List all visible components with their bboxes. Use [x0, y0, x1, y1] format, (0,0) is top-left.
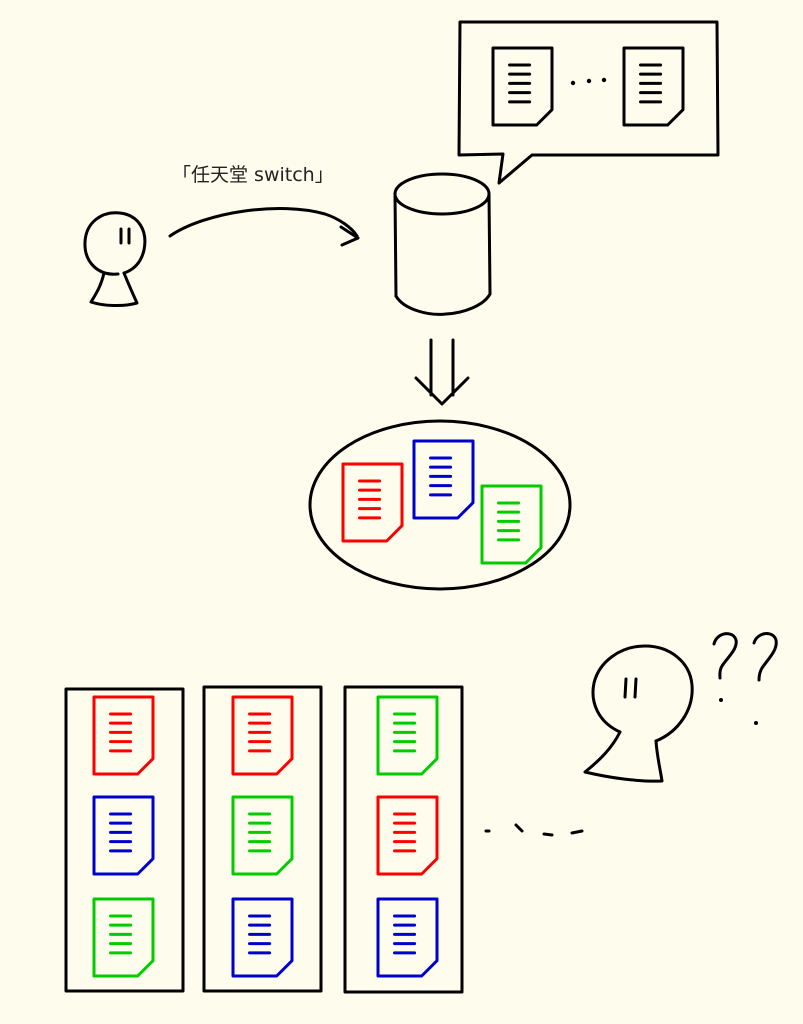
- document-icon-green: [480, 484, 543, 565]
- result-document-icon-blue: [376, 897, 439, 978]
- query-arrow: [168, 206, 360, 247]
- query-label: 「任天堂 switch」: [172, 164, 334, 186]
- result-document-icon-blue: [92, 795, 155, 876]
- result-columns: [92, 695, 439, 978]
- bubble-documents: [491, 46, 685, 127]
- document-icon-blue: [412, 439, 475, 520]
- result-document-icon-red: [376, 795, 439, 876]
- user-figure: [83, 211, 147, 307]
- confused-user-figure: [583, 644, 694, 783]
- ellipsis-dots: [570, 77, 607, 86]
- result-document-icon-red: [92, 695, 155, 776]
- document-icon: [491, 46, 554, 127]
- result-document-icon-red: [231, 695, 294, 776]
- document-icon: [622, 46, 685, 127]
- double-down-arrow: [414, 338, 470, 406]
- result-column-frames: [64, 685, 464, 994]
- database-cylinder-icon: [393, 172, 492, 316]
- question-marks-icon: [712, 632, 778, 725]
- speech-bubble: [457, 20, 720, 185]
- result-document-icon-blue: [231, 897, 294, 978]
- result-cluster: [308, 419, 572, 591]
- result-document-icon-green: [376, 695, 439, 776]
- trailing-dashes: [484, 823, 584, 837]
- result-document-icon-green: [231, 795, 294, 876]
- result-document-icon-green: [92, 897, 155, 978]
- document-icon-red: [341, 462, 404, 543]
- cluster-documents: [341, 439, 543, 565]
